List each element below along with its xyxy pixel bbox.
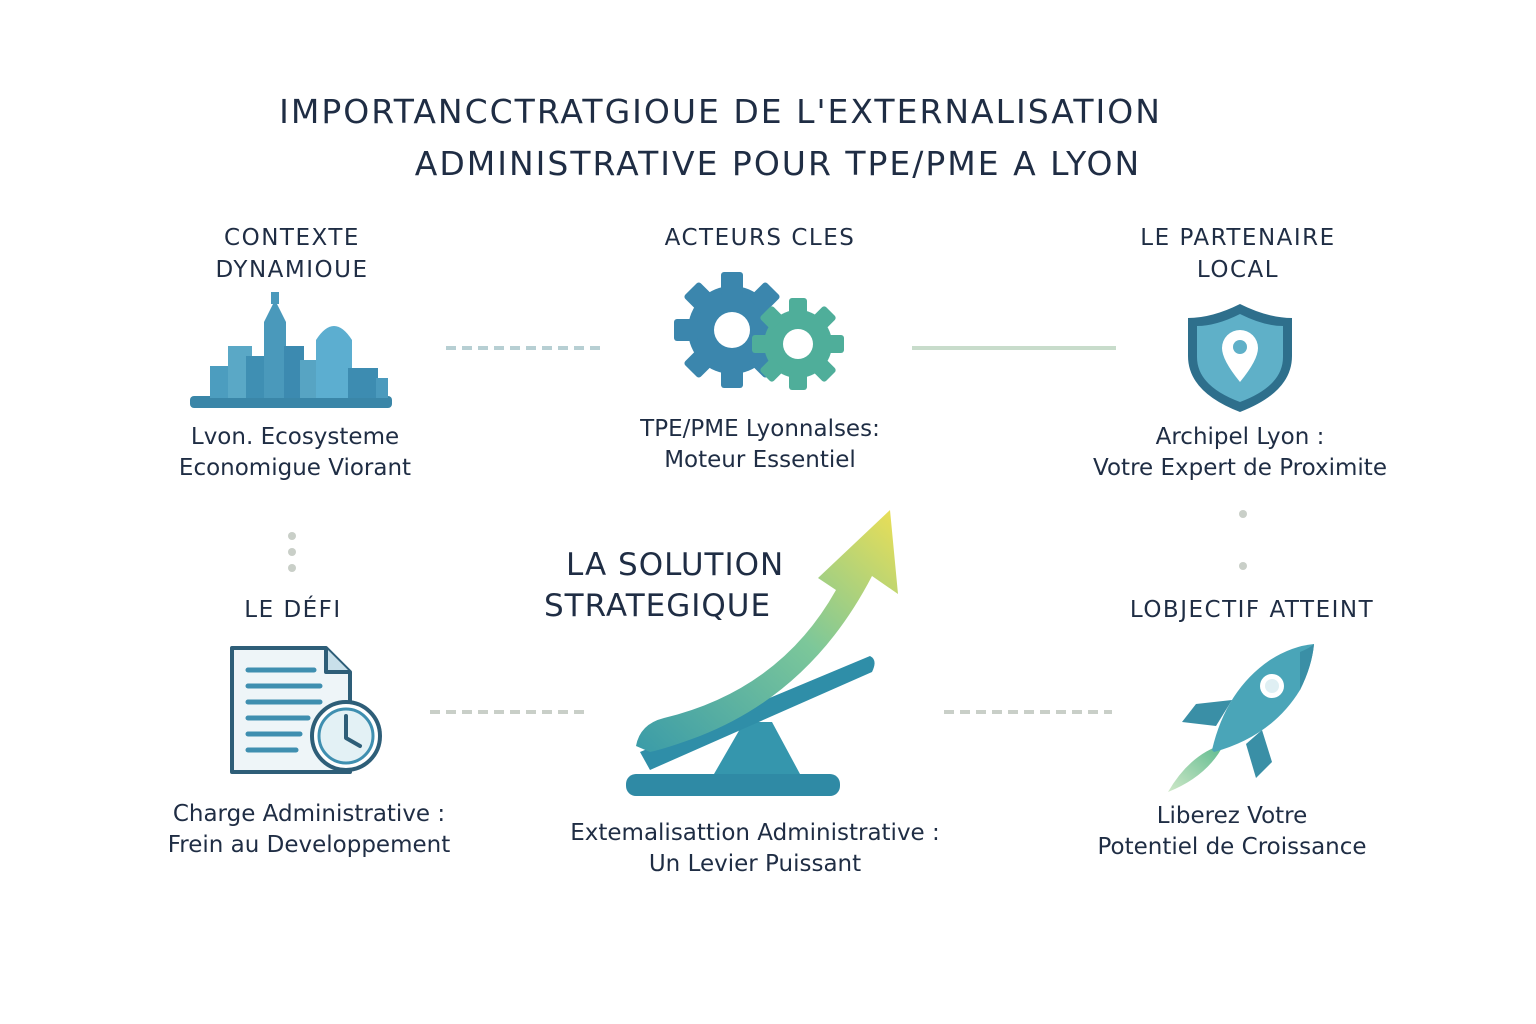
page-title: IMPORTANCCTRATGIOUE DE L'EXTERNALISATION… — [0, 86, 1536, 190]
gears-icon — [674, 272, 844, 390]
objectif-heading: LOBJECTIF ATTEINT — [1100, 594, 1404, 626]
contexte-heading: CONTEXTE DYNAMIOUE — [160, 222, 424, 286]
defi-caption-line-1: Charge Administrative : — [172, 801, 446, 827]
solution-heading-line-2: STRATEGIQUE — [544, 588, 772, 624]
solution-caption: Extemalisattion Administrative : Un Levi… — [530, 818, 980, 880]
objectif-heading-line-1: LOBJECTIF ATTEINT — [1129, 597, 1375, 623]
partenaire-caption-line-2: Votre Expert de Proximite — [1093, 455, 1387, 481]
page-title-line-2: ADMINISTRATIVE POUR TPE/PME A LYON — [414, 144, 1142, 183]
objectif-caption-line-1: Liberez Votre — [1156, 803, 1308, 829]
defi-caption: Charge Administrative : Frein au Develop… — [136, 799, 482, 861]
connector-partenaire-objectif — [1239, 510, 1247, 570]
contexte-heading-line-2: DYNAMIOUE — [215, 257, 369, 283]
acteurs-caption: TPE/PME Lyonnalses: Moteur Essentiel — [580, 414, 940, 476]
partenaire-caption: Archipel Lyon : Votre Expert de Proximit… — [1056, 422, 1424, 484]
partenaire-heading-line-2: LOCAL — [1196, 257, 1280, 283]
objectif-caption-line-2: Potentiel de Croissance — [1097, 834, 1367, 860]
objectif-caption: Liberez Votre Potentiel de Croissance — [1060, 801, 1404, 863]
growth-arrow-lever-icon — [626, 510, 898, 796]
acteurs-caption-line-1: TPE/PME Lyonnalses: — [640, 416, 880, 442]
solution-heading-line-1: LA SOLUTION — [566, 547, 785, 583]
defi-heading-line-1: LE DÉFI — [244, 597, 342, 623]
partenaire-heading-line-1: LE PARTENAIRE — [1140, 225, 1336, 251]
contexte-caption-line-2: Economigue Viorant — [178, 455, 412, 481]
contexte-caption-line-1: Lvon. Ecosysteme — [190, 424, 400, 450]
defi-heading: LE DÉFI — [180, 594, 406, 626]
document-clock-icon — [230, 646, 382, 774]
contexte-heading-line-1: CONTEXTE — [224, 225, 360, 251]
partenaire-heading: LE PARTENAIRE LOCAL — [1100, 222, 1376, 286]
rocket-icon — [1168, 644, 1314, 792]
solution-heading: LA SOLUTION STRATEGIQUE — [530, 545, 830, 627]
solution-caption-line-2: Un Levier Puissant — [648, 851, 862, 877]
defi-caption-line-2: Frein au Developpement — [167, 832, 451, 858]
shield-location-icon — [1188, 304, 1292, 412]
solution-caption-line-1: Extemalisattion Administrative : — [570, 820, 940, 846]
city-skyline-icon — [190, 292, 392, 408]
page-title-line-1: IMPORTANCCTRATGIOUE DE L'EXTERNALISATION — [279, 92, 1162, 131]
acteurs-caption-line-2: Moteur Essentiel — [664, 447, 856, 473]
acteurs-heading-line-1: ACTEURS CLES — [664, 225, 856, 251]
partenaire-caption-line-1: Archipel Lyon : — [1155, 424, 1325, 450]
acteurs-heading: ACTEURS CLES — [610, 222, 910, 254]
connector-contexte-defi — [288, 532, 296, 572]
contexte-caption: Lvon. Ecosysteme Economigue Viorant — [140, 422, 450, 484]
